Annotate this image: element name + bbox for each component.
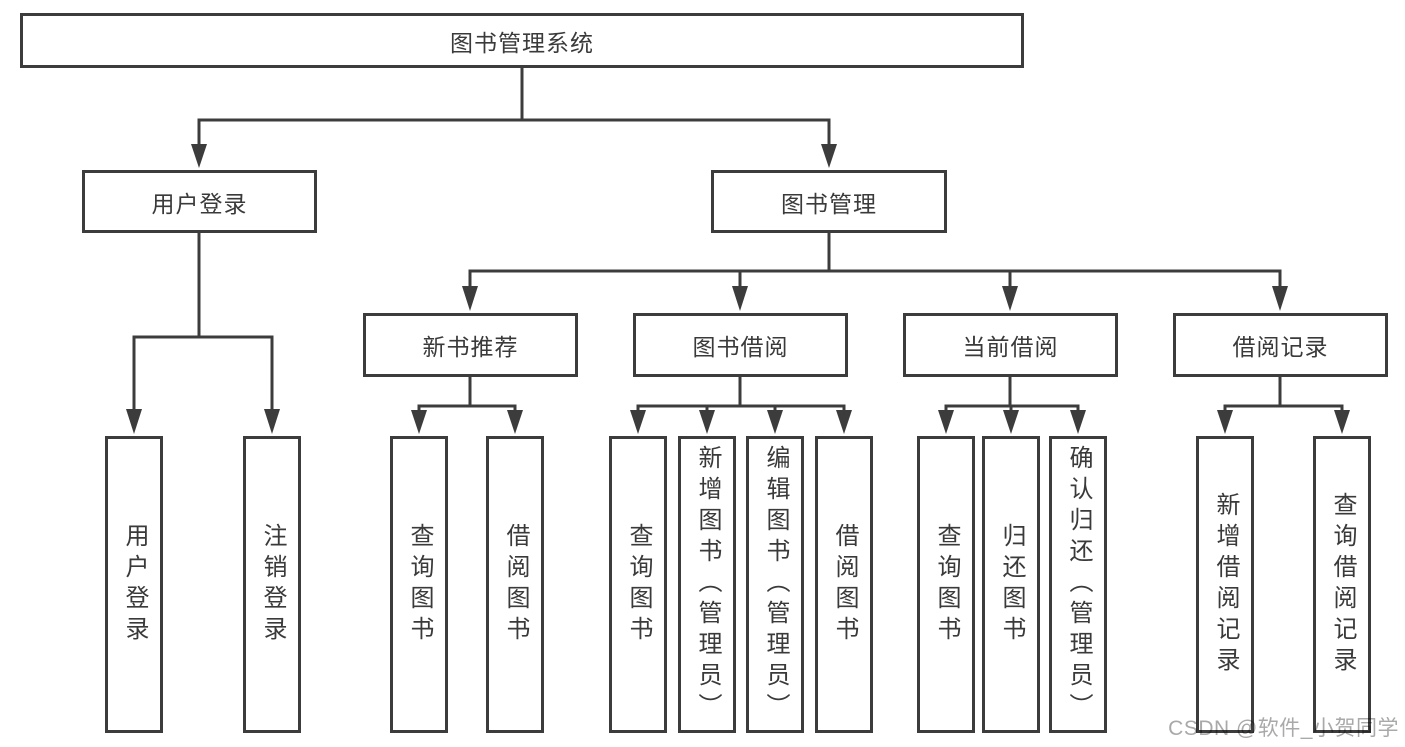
leaf-user-login-label: 用户登录	[121, 522, 148, 647]
leaf-current-return-book: 归还图书	[982, 436, 1040, 733]
node-borrow-record: 借阅记录	[1173, 313, 1388, 377]
leaf-current-confirm-return-admin-label: 确认归还（管理员）	[1065, 445, 1092, 724]
csdn-watermark: CSDN @软件_小贺同学	[1168, 717, 1399, 740]
leaf-record-add-record: 新增借阅记录	[1196, 436, 1254, 733]
leaf-record-add-record-label: 新增借阅记录	[1212, 491, 1239, 678]
leaf-borrow-edit-book-admin: 编辑图书（管理员）	[746, 436, 804, 733]
leaf-borrow-add-book-admin-label: 新增图书（管理员）	[694, 445, 721, 724]
leaf-newbook-query-book-label: 查询图书	[406, 522, 433, 647]
node-user-login: 用户登录	[82, 170, 317, 233]
leaf-logout-label: 注销登录	[259, 522, 286, 647]
node-book-management: 图书管理	[711, 170, 947, 233]
leaf-current-query-book-label: 查询图书	[933, 522, 960, 647]
leaf-borrow-add-book-admin: 新增图书（管理员）	[678, 436, 736, 733]
leaf-record-query-record: 查询借阅记录	[1313, 436, 1371, 733]
leaf-newbook-query-book: 查询图书	[390, 436, 448, 733]
leaf-borrow-query-book: 查询图书	[609, 436, 667, 733]
leaf-record-query-record-label: 查询借阅记录	[1329, 491, 1356, 678]
leaf-newbook-borrow-book: 借阅图书	[486, 436, 544, 733]
leaf-borrow-borrow-book-label: 借阅图书	[831, 522, 858, 647]
node-current-borrow: 当前借阅	[903, 313, 1118, 377]
leaf-user-login: 用户登录	[105, 436, 163, 733]
leaf-current-return-book-label: 归还图书	[998, 522, 1025, 647]
leaf-newbook-borrow-book-label: 借阅图书	[502, 522, 529, 647]
leaf-logout: 注销登录	[243, 436, 301, 733]
node-root: 图书管理系统	[20, 13, 1024, 68]
leaf-borrow-edit-book-admin-label: 编辑图书（管理员）	[762, 445, 789, 724]
leaf-current-confirm-return-admin: 确认归还（管理员）	[1049, 436, 1107, 733]
leaf-borrow-borrow-book: 借阅图书	[815, 436, 873, 733]
leaf-current-query-book: 查询图书	[917, 436, 975, 733]
node-book-borrow: 图书借阅	[633, 313, 848, 377]
leaf-borrow-query-book-label: 查询图书	[625, 522, 652, 647]
node-new-book-recommend: 新书推荐	[363, 313, 578, 377]
